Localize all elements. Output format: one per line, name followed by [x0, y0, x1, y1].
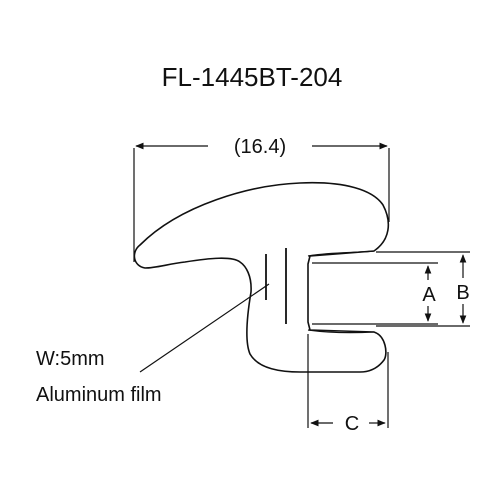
- annotation-width: W:5mm: [36, 348, 105, 370]
- part-number-title: FL-1445BT-204: [162, 62, 343, 92]
- dimension-c: [307, 334, 389, 428]
- dimension-a: [312, 262, 438, 325]
- annotation-material: Aluminum film: [36, 384, 162, 406]
- overall-width-label: (16.4): [234, 136, 286, 158]
- seal-profile-outline: [133, 181, 390, 373]
- dimension-a-label: A: [422, 284, 436, 306]
- channel-detail: [307, 250, 375, 334]
- dimension-b-label: B: [456, 282, 469, 304]
- annotation-leader-line: [139, 283, 270, 373]
- overall-width-dimension: [133, 142, 390, 262]
- dimension-c-label: C: [345, 413, 359, 435]
- dimension-b: [376, 251, 470, 327]
- aluminum-film-strip: [265, 248, 287, 324]
